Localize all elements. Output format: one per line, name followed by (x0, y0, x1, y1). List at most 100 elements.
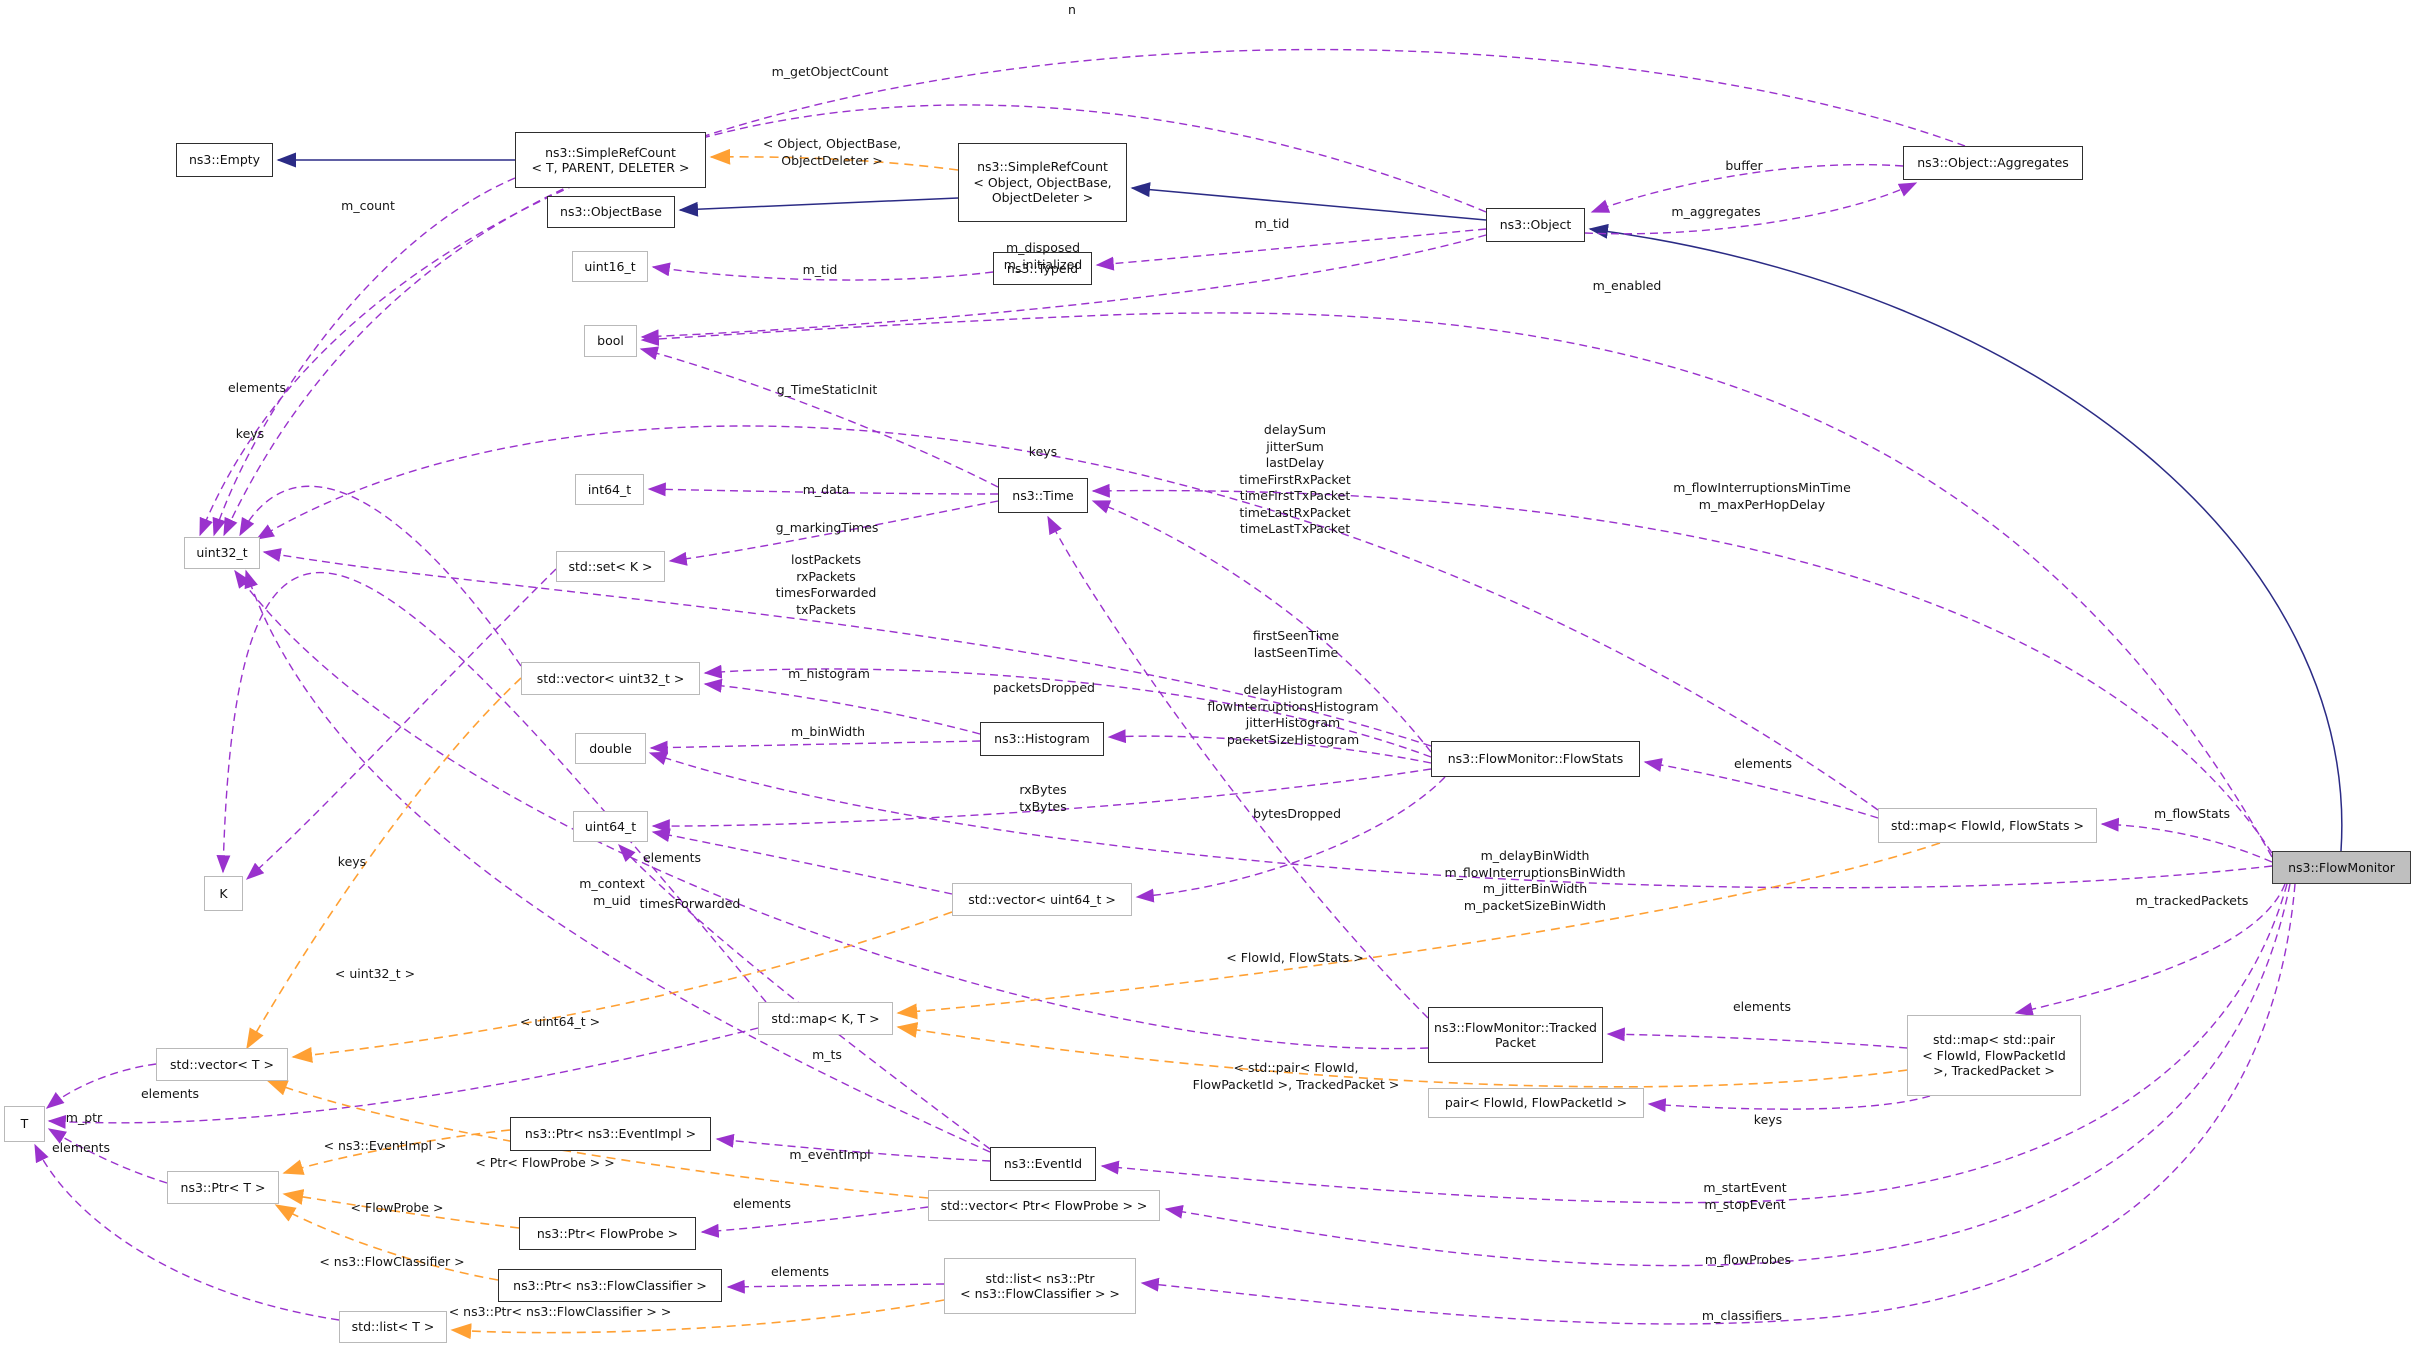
edge-aggregates-to-object (1590, 163, 1904, 213)
edge-flowstats-to-uint32 (262, 548, 1432, 747)
edge-label-e47: elements (140, 1086, 200, 1101)
edge-label-e56: < Ptr< FlowProbe > > (475, 1155, 615, 1170)
node-vector-uint32[interactable]: std::vector< uint32_t > (521, 662, 700, 695)
node-histogram[interactable]: ns3::Histogram (980, 722, 1104, 756)
node-bool[interactable]: bool (584, 325, 637, 357)
edge-ptr-flowclassifier-to-ptr-t (274, 1204, 499, 1281)
edge-ptr-t-to-t (47, 1128, 168, 1184)
node-label: std::vector< T > (170, 1056, 274, 1072)
edge-label-e31: elements (1732, 999, 1792, 1014)
edge-flowmonitor-to-map-pair-trackedpacket (2014, 883, 2286, 1017)
node-label: std::vector< uint32_t > (536, 670, 685, 686)
node-label: ns3::Ptr< FlowProbe > (536, 1225, 679, 1241)
edge-eventid-to-uint64 (618, 843, 991, 1150)
edge-label-e7: m_getObjectCount (771, 64, 889, 79)
node-typeid[interactable]: ns3::TypeId (993, 252, 1092, 285)
node-objectbase[interactable]: ns3::ObjectBase (547, 196, 675, 228)
node-label: T (20, 1116, 29, 1132)
node-label: ns3::Object::Aggregates (1917, 155, 2069, 171)
node-ptr-eventimpl[interactable]: ns3::Ptr< ns3::EventImpl > (510, 1117, 711, 1151)
node-simplerefcount-obj[interactable]: ns3::SimpleRefCount< Object, ObjectBase,… (958, 143, 1127, 222)
node-label: K (219, 885, 228, 901)
node-uint64[interactable]: uint64_t (573, 811, 648, 842)
node-vector-ptr-flowprobe[interactable]: std::vector< Ptr< FlowProbe > > (928, 1190, 1160, 1221)
edge-label-e48: elements (51, 1140, 111, 1155)
edge-typeid-to-uint16 (651, 262, 994, 281)
edge-label-e14: m_enabled (1592, 278, 1662, 293)
node-int64[interactable]: int64_t (575, 474, 644, 505)
node-aggregates[interactable]: ns3::Object::Aggregates (1903, 146, 2083, 180)
edge-vector-uint64-to-uint64 (651, 828, 953, 895)
node-label: std::map< K, T > (771, 1010, 880, 1026)
edge-flowmonitor-to-bool (640, 312, 2273, 858)
edge-label-e58: < FlowProbe > (350, 1200, 444, 1215)
node-flowstats[interactable]: ns3::FlowMonitor::FlowStats (1431, 741, 1640, 777)
node-set-k[interactable]: std::set< K > (556, 551, 665, 582)
edge-label-e9: m_aggregates (1671, 204, 1761, 219)
node-simplerefcount-t[interactable]: ns3::SimpleRefCount< T, PARENT, DELETER … (515, 132, 706, 188)
node-time[interactable]: ns3::Time (998, 478, 1088, 513)
node-vector-uint64[interactable]: std::vector< uint64_t > (952, 883, 1132, 916)
node-ptr-flowprobe[interactable]: ns3::Ptr< FlowProbe > (519, 1217, 696, 1250)
node-label: >, TrackedPacket > (1933, 1063, 2055, 1079)
edge-map-pair-trackedpacket-to-pair-flowid-flowpacketid (1647, 1095, 1931, 1113)
node-label: ns3::SimpleRefCount (545, 144, 676, 160)
edge-label-e6: m_count (341, 198, 395, 213)
node-uint16[interactable]: uint16_t (572, 251, 648, 282)
edge-label-e57: < ns3::EventImpl > (323, 1138, 447, 1153)
edge-label-e42: elements (732, 1196, 792, 1211)
node-map-flowid-flowstats[interactable]: std::map< FlowId, FlowStats > (1878, 808, 2097, 843)
edge-object-to-simplerefcount-obj (1130, 182, 1487, 221)
node-label: std::vector< Ptr< FlowProbe > > (940, 1197, 1148, 1213)
edge-simplerefcount-obj-to-simplerefcount-t (709, 148, 959, 171)
node-object[interactable]: ns3::Object (1486, 208, 1585, 242)
node-label: pair< FlowId, FlowPacketId > (1444, 1095, 1628, 1111)
edge-label-e15: g_TimeStaticInit (776, 382, 878, 397)
edge-flowmonitor-to-list-ptr-flowclassifier (1140, 883, 2296, 1325)
edge-label-e27: bytesDropped (1252, 806, 1342, 821)
node-k[interactable]: K (204, 876, 243, 911)
node-map-pair-trackedpacket[interactable]: std::map< std::pair< FlowId, FlowPacketI… (1907, 1015, 2081, 1096)
node-list-ptr-flowclassifier[interactable]: std::list< ns3::Ptr< ns3::FlowClassifier… (944, 1258, 1136, 1314)
edge-list-ptr-flowclassifier-to-list-t (450, 1299, 945, 1340)
node-eventid[interactable]: ns3::EventId (990, 1147, 1096, 1181)
edge-trackedpacket-to-time (1047, 515, 1429, 1019)
edge-label-e40: m_eventImpl (789, 1147, 871, 1162)
edge-histogram-to-double (649, 740, 981, 755)
node-t[interactable]: T (4, 1106, 45, 1142)
edge-map-pair-trackedpacket-to-map-k-t (896, 1022, 1908, 1088)
edge-label-e12: m_tid (802, 262, 838, 277)
edge-label-e36: keys (235, 426, 265, 441)
node-ptr-t[interactable]: ns3::Ptr< T > (167, 1171, 279, 1204)
edge-label-e43: m_flowProbes (1704, 1252, 1792, 1267)
node-uint32[interactable]: uint32_t (184, 537, 260, 569)
node-label: < ns3::FlowClassifier > > (960, 1286, 1120, 1301)
node-label: < Object, ObjectBase, (973, 174, 1112, 190)
edge-trackedpacket-to-uint32 (234, 569, 1429, 1050)
node-list-t[interactable]: std::list< T > (339, 1311, 447, 1343)
edge-label-e50: elements (227, 380, 287, 395)
node-empty[interactable]: ns3::Empty (176, 143, 273, 177)
node-vector-t[interactable]: std::vector< T > (156, 1048, 288, 1081)
node-ptr-flowclassifier[interactable]: ns3::Ptr< ns3::FlowClassifier > (498, 1269, 722, 1302)
edge-flowstats-to-vector-uint64 (1135, 776, 1446, 903)
edge-set-k-to-k (245, 568, 557, 880)
edge-vector-uint64-to-vector-t (291, 911, 953, 1063)
edge-label-e54: < uint32_t > (334, 966, 416, 981)
node-pair-flowid-flowpacketid[interactable]: pair< FlowId, FlowPacketId > (1428, 1088, 1644, 1118)
edge-label-e10: buffer (1725, 158, 1763, 173)
edge-map-pair-trackedpacket-to-trackedpacket (1606, 1027, 1908, 1049)
edge-ptr-flowprobe-to-ptr-t (282, 1189, 520, 1229)
node-label: uint64_t (584, 818, 637, 834)
node-flowmonitor[interactable]: ns3::FlowMonitor (2272, 851, 2411, 884)
node-map-k-t[interactable]: std::map< K, T > (758, 1002, 893, 1035)
node-label: int64_t (587, 481, 632, 497)
edge-label-e52: < FlowId, FlowStats > (1226, 950, 1364, 965)
edge-label-e17: g_markingTimes (775, 520, 879, 535)
node-label: std::map< std::pair (1933, 1032, 2055, 1048)
node-double[interactable]: double (575, 733, 646, 764)
